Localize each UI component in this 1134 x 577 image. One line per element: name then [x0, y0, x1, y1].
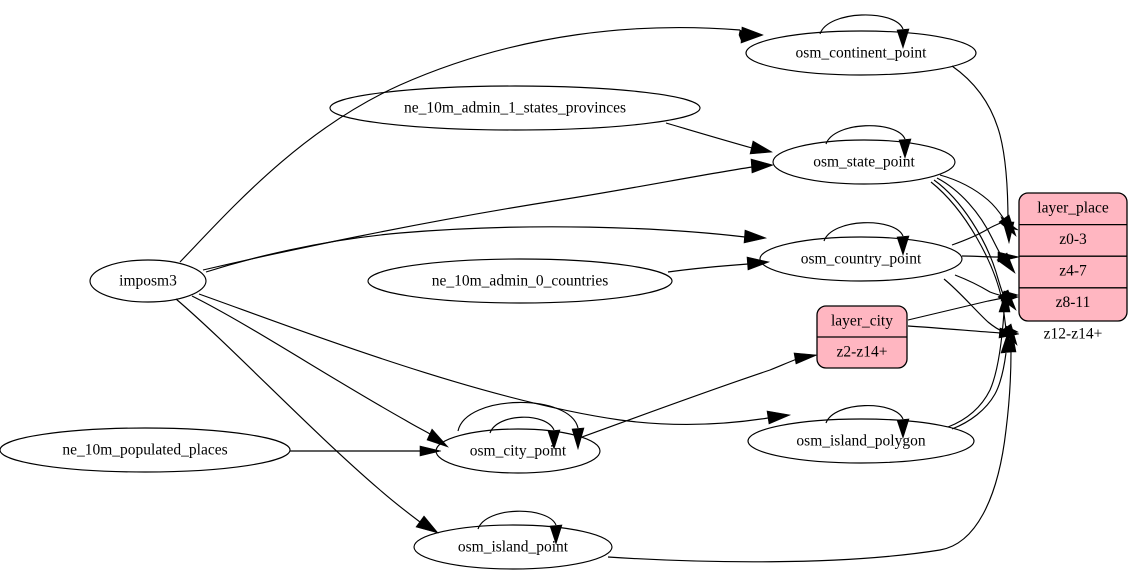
edge-imposm3-to-osm_country_point [205, 226, 768, 273]
node-label-osm_city_point: osm_city_point [470, 443, 567, 460]
node-label-ne_10m_admin_1_states_provinces: ne_10m_admin_1_states_provinces [404, 100, 626, 117]
edge-ne_10m_admin_1_states_provinces-to-osm_state_point [665, 122, 773, 155]
node-label-ne_10m_admin_0_countries: ne_10m_admin_0_countries [432, 273, 609, 290]
self-loop-osm_city_point-outer [457, 401, 585, 451]
record-row-layer_place-z0-3[interactable]: z0-3 [1059, 231, 1087, 248]
edge-imposm3-to-osm_city_point [191, 295, 449, 448]
edge-ne_10m_admin_0_countries-to-osm_country_point [667, 256, 771, 273]
edge-osm_country_point-to-layer_place-z4-7 [961, 251, 1020, 263]
node-osm_island_polygon[interactable]: osm_island_polygon [747, 418, 975, 464]
edge-osm_island_polygon-to-layer_place-z8-11 [947, 289, 1011, 428]
node-osm_island_point[interactable]: osm_island_point [413, 524, 613, 570]
edge-imposm3-to-osm_island_point [175, 298, 439, 534]
node-label-osm_state_point: osm_state_point [813, 154, 915, 171]
node-imposm3[interactable]: imposm3 [89, 259, 207, 303]
self-loop-osm_city_point-inner [489, 416, 561, 450]
node-layer: imposm3 ne_10m_admin_1_states_provinces … [0, 30, 977, 570]
edge-osm_continent_point-to-layer_place-z0-3 [951, 65, 1015, 245]
edge-layer [175, 26, 1020, 563]
node-label-ne_10m_populated_places: ne_10m_populated_places [62, 442, 227, 459]
edge-imposm3-to-osm_continent_point [179, 26, 764, 263]
edge-osm_state_point-to-layer_place-z0-3 [939, 174, 1017, 237]
edge-osm_state_point-to-layer_place-z8-11 [933, 179, 1017, 311]
node-ne_10m_admin_1_states_provinces[interactable]: ne_10m_admin_1_states_provinces [329, 85, 701, 131]
node-osm_state_point[interactable]: osm_state_point [772, 139, 956, 185]
edge-osm_island_polygon-to-layer_place-z12-z14+ [951, 331, 1012, 430]
node-label-osm_island_polygon: osm_island_polygon [796, 433, 925, 450]
self-loop-osm_country_point [823, 222, 910, 256]
node-label-osm_continent_point: osm_continent_point [796, 45, 928, 62]
self-loop-osm_island_polygon [825, 405, 910, 439]
node-osm_city_point[interactable]: osm_city_point [435, 428, 601, 474]
record-row-layer_place-z4-7[interactable]: z4-7 [1059, 263, 1087, 280]
edge-imposm3-to-osm_state_point [202, 158, 774, 271]
self-loop-osm_state_point [825, 125, 912, 159]
record-node-layer_city[interactable]: layer_city z2-z14+ [816, 305, 908, 369]
edge-osm_city_point-to-layer_city [581, 352, 818, 438]
edge-osm_country_point-to-layer_place-z0-3 [951, 216, 1019, 246]
self-loop-osm_continent_point [819, 14, 910, 49]
edge-osm_island_point-to-layer_place-z12-z14+ [607, 330, 1017, 563]
node-osm_continent_point[interactable]: osm_continent_point [745, 30, 977, 76]
record-row-layer_city-z2-z14plus[interactable]: z2-z14+ [837, 344, 888, 361]
node-ne_10m_populated_places[interactable]: ne_10m_populated_places [0, 427, 291, 473]
record-row-layer_place-z8-11[interactable]: z8-11 [1056, 294, 1091, 311]
record-row-layer_city-title: layer_city [831, 313, 893, 330]
self-loop-layer [457, 14, 912, 545]
node-label-osm_island_point: osm_island_point [458, 539, 569, 556]
edge-ne_10m_populated_places-to-osm_city_point [289, 445, 442, 457]
record-row-layer_place-title: layer_place [1037, 200, 1109, 217]
record-row-layer_place-z12-z14plus[interactable]: z12-z14+ [1044, 326, 1103, 343]
self-loop-osm_island_point [477, 510, 563, 545]
node-osm_country_point[interactable]: osm_country_point [759, 236, 963, 282]
edge-layer_city-to-layer_place-z12-z14+ [907, 325, 1020, 339]
record-node-layer_place[interactable]: layer_place z0-3 z4-7 z8-11 z12-z14+ [1018, 192, 1128, 343]
node-ne_10m_admin_0_countries[interactable]: ne_10m_admin_0_countries [367, 258, 673, 304]
node-label-osm_country_point: osm_country_point [801, 251, 922, 268]
node-label-imposm3: imposm3 [119, 273, 177, 290]
